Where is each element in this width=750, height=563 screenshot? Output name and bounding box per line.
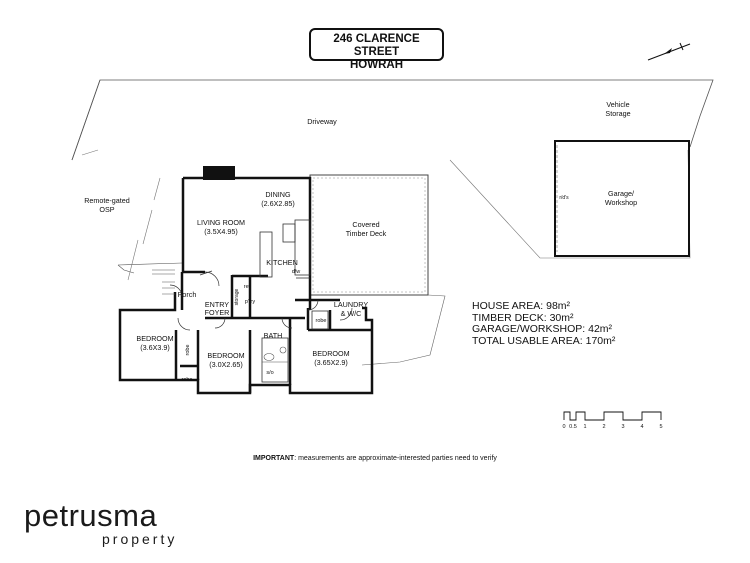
label-bedroom-1: BEDROOM — [136, 334, 173, 343]
stat-garage: GARAGE/WORKSHOP: 42m² — [472, 323, 613, 336]
label-vehicle: Vehicle — [606, 100, 629, 109]
label-storage: Storage — [605, 109, 630, 118]
label-osp: OSP — [99, 205, 114, 214]
site-boundary — [71, 79, 714, 161]
label-bedroom-3-size: (3.65X2.9) — [314, 358, 348, 367]
label-dining: DINING — [265, 190, 291, 199]
disclaimer: IMPORTANT: measurements are approximate-… — [0, 455, 750, 462]
fireplace — [203, 166, 235, 180]
label-bedroom-2-size: (3.0X2.65) — [209, 360, 243, 369]
scale-tick: 1 — [583, 424, 586, 430]
stat-timber-deck: TIMBER DECK: 30m² — [472, 311, 574, 324]
label-robe-bed1: robe — [185, 344, 191, 355]
label-bedroom-1-size: (3.6X3.9) — [140, 343, 170, 352]
label-wc: & W/C — [341, 309, 362, 318]
scale-tick: 0 — [562, 424, 565, 430]
label-bedroom-3: BEDROOM — [312, 349, 349, 358]
scale-tick: 5 — [659, 424, 662, 430]
label-entry: ENTRY — [205, 300, 229, 309]
brand-logo: petrusma property — [24, 498, 178, 547]
area-summary: HOUSE AREA: 98m² TIMBER DECK: 30m² GARAG… — [472, 300, 616, 347]
label-ref: ref — [244, 284, 251, 290]
label-bath: BATH — [264, 331, 283, 340]
scale-tick: 4 — [640, 424, 643, 430]
label-bedroom-2: BEDROOM — [207, 351, 244, 360]
logo-sub: property — [102, 531, 178, 547]
label-dw: d/w — [292, 269, 301, 275]
label-living: LIVING ROOM — [197, 218, 245, 227]
north-arrow-icon — [647, 42, 691, 61]
label-foyer: FOYER — [205, 308, 230, 317]
label-remote-gated: Remote-gated — [84, 196, 130, 205]
label-laundry: LAUNDRY — [334, 300, 368, 309]
label-deck-covered: Covered — [352, 220, 379, 229]
address-title: 246 CLARENCE STREET HOWRAH — [309, 28, 444, 71]
label-storage-cupboard: storage — [234, 288, 240, 305]
label-workshop: Workshop — [605, 198, 637, 207]
label-garage: Garage/ — [608, 189, 634, 198]
label-driveway: Driveway — [307, 117, 337, 126]
stat-house-area: HOUSE AREA: 98m² — [472, 300, 571, 312]
scale-bar — [563, 411, 662, 421]
label-dining-size: (2.6X2.85) — [261, 199, 295, 208]
garage-outline — [554, 140, 690, 257]
disclaimer-text: : measurements are approximate-intereste… — [294, 455, 497, 462]
label-kitchen: KITCHEN — [266, 258, 298, 267]
address-line: 246 CLARENCE STREET — [333, 33, 420, 58]
label-living-size: (3.5X4.95) — [204, 227, 238, 236]
scale-tick: 3 — [621, 424, 624, 430]
stat-total: TOTAL USABLE AREA: 170m² — [472, 334, 616, 347]
label-shower: s/o — [266, 370, 273, 376]
scale-tick: 0.5 — [569, 424, 577, 430]
label-porch: Porch — [178, 290, 197, 299]
logo-brand: petrusma — [24, 498, 158, 533]
label-robe-laundry: robe — [315, 318, 326, 324]
suburb-line: HOWRAH — [349, 59, 404, 71]
disclaimer-bold: IMPORTANT — [253, 455, 295, 462]
scale-tick: 2 — [602, 424, 605, 430]
label-deck-timber: Timber Deck — [346, 229, 387, 238]
label-pantry: p'try — [245, 299, 255, 305]
label-robe-bed1-lower: robe — [181, 377, 192, 383]
label-roller-door: r/d's — [559, 195, 569, 201]
